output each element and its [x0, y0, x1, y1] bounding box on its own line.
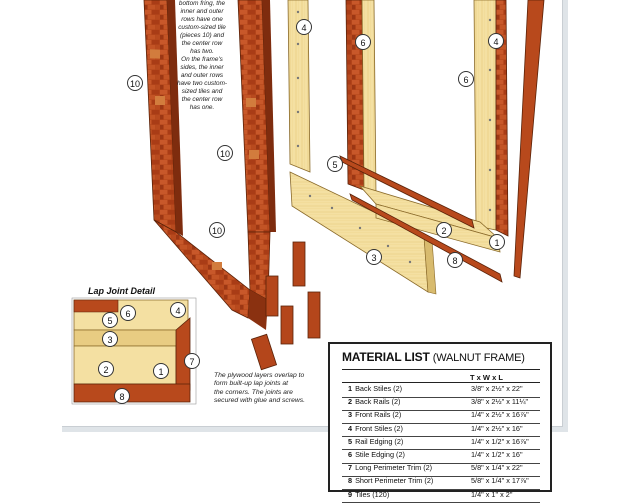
- callout-tile-10: 10: [217, 145, 233, 161]
- callout-rail-edging: 5: [327, 156, 343, 172]
- detail-callout-3: 3: [102, 331, 118, 347]
- detail-callout-6: 6: [120, 305, 136, 321]
- callout-front-rail: 3: [366, 249, 382, 265]
- callout-stile-edging: 6: [355, 34, 371, 50]
- title-rule: [342, 369, 540, 370]
- exploded-frame-illustration: [71, 0, 545, 405]
- callout-back-rail: 2: [436, 222, 452, 238]
- lap-joint-title: Lap Joint Detail: [88, 286, 156, 296]
- callout-front-stile: 4: [296, 19, 312, 35]
- callout-tile-10: 10: [127, 75, 143, 91]
- detail-callout-4: 4: [170, 302, 186, 318]
- detail-callout-8: 8: [114, 388, 130, 404]
- dimension-header: T x W x L: [470, 373, 503, 382]
- tiled-frame: [143, 0, 276, 330]
- back-frame: [339, 0, 545, 283]
- callout-short-trim: 8: [447, 252, 463, 268]
- header-rule: [342, 382, 540, 383]
- detail-callout-5: 5: [102, 312, 118, 328]
- detail-callout-1: 1: [153, 363, 169, 379]
- callout-stile-edging: 6: [458, 71, 474, 87]
- material-list-title: MATERIAL LIST (WALNUT FRAME): [342, 350, 525, 364]
- callout-tile-10: 10: [209, 222, 225, 238]
- material-list: MATERIAL LIST (WALNUT FRAME) T x W x L 1…: [328, 342, 552, 503]
- front-plywood-frame: [287, 0, 437, 295]
- callout-front-stile: 4: [488, 33, 504, 49]
- detail-callout-7: 7: [184, 353, 200, 369]
- loose-tiles: [250, 241, 321, 371]
- callout-back-stile: 1: [489, 234, 505, 250]
- detail-callout-2: 2: [98, 361, 114, 377]
